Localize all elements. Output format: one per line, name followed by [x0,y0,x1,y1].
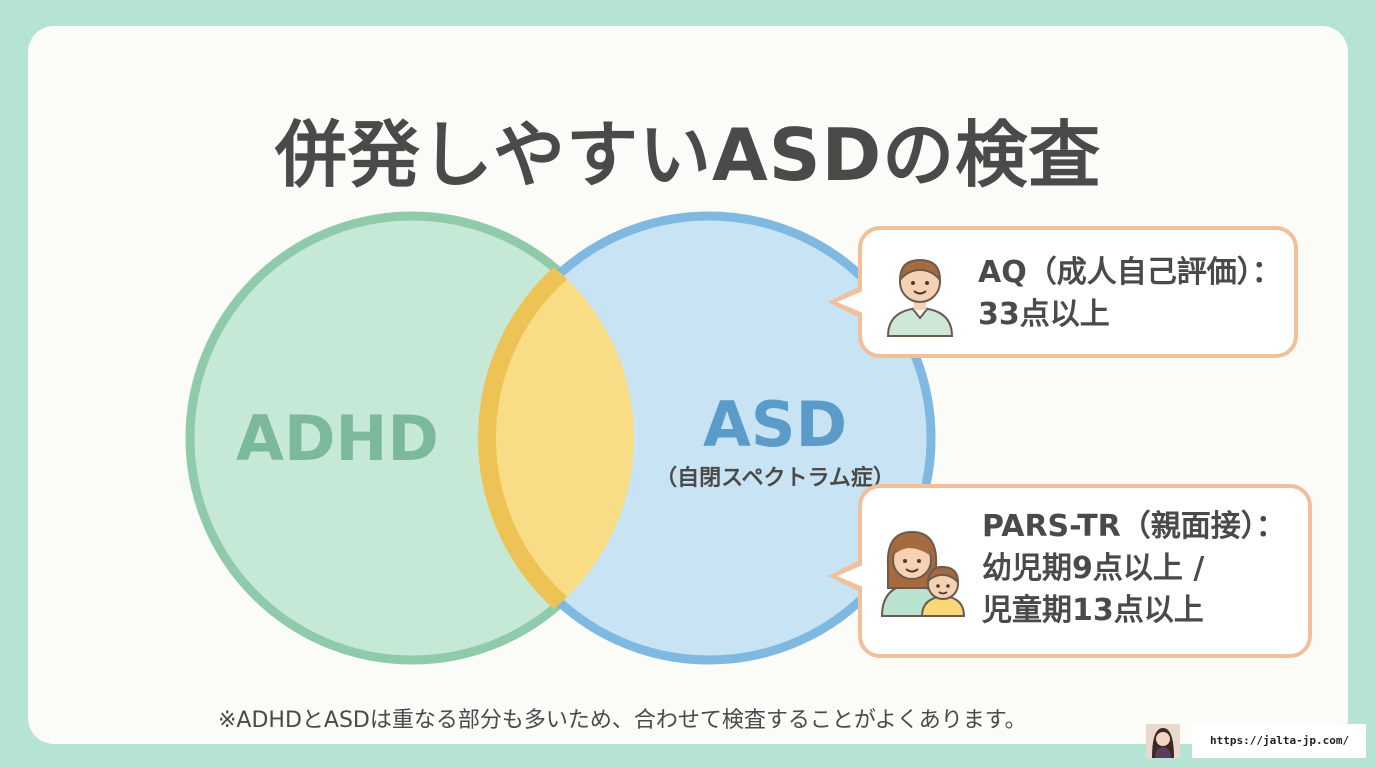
asd-label: ASD [702,388,848,461]
pars-tr-callout: PARS-TR（親面接）： 幼児期9点以上 / 児童期13点以上 [828,484,1312,658]
page-title: 併発しやすいASDの検査 [274,113,1102,197]
aq-title: AQ（成人自己評価）： [978,255,1282,290]
author-avatar [1146,724,1180,758]
adult-person-icon [886,258,954,337]
pars-tr-title: PARS-TR（親面接）： [982,509,1286,544]
aq-threshold: 33点以上 [978,297,1110,332]
footnote: ※ADHDとASDは重なる部分も多いため、合わせて検査することがよくあります。 [218,708,1027,733]
pars-tr-infant-threshold: 幼児期9点以上 / [982,551,1205,586]
site-url-link[interactable]: https://jalta-jp.com/ [1192,724,1366,758]
overlap-region [478,216,634,660]
pars-tr-child-threshold: 児童期13点以上 [982,593,1204,628]
asd-sublabel: （自閉スペクトラム症） [655,466,895,491]
aq-callout: AQ（成人自己評価）： 33点以上 [828,226,1298,358]
parent-child-icon [880,530,966,617]
adhd-label: ADHD [236,402,439,475]
